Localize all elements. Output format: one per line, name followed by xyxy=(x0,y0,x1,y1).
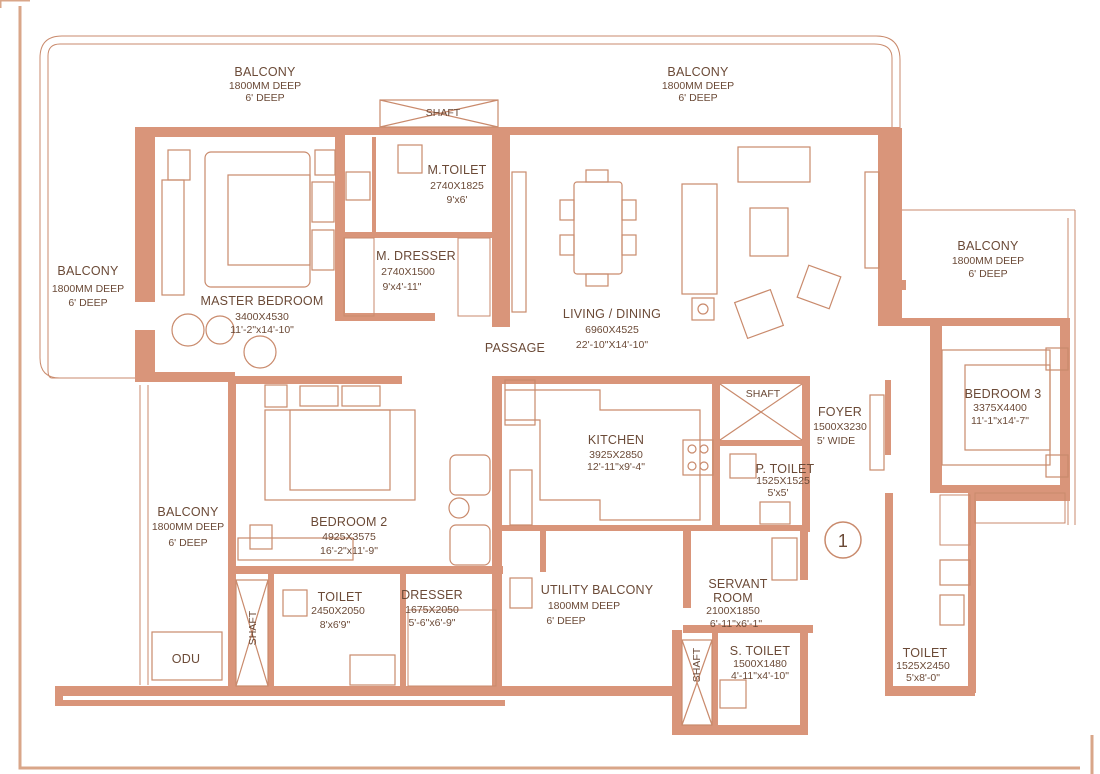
balcony-bottom-left-size: 1800MM DEEP xyxy=(152,521,224,533)
living-dining-size: 6960X4525 xyxy=(585,324,639,336)
bedroom2-label: BEDROOM 2 xyxy=(311,515,388,529)
balcony-top-right-label: BALCONY xyxy=(667,65,729,79)
toilet-b3-ft: 5'x8'-0" xyxy=(906,672,940,684)
balcony-left-label: BALCONY xyxy=(57,264,119,278)
balcony-right-ft: 6' DEEP xyxy=(968,268,1007,280)
foyer-ft: 5' WIDE xyxy=(817,435,855,447)
balcony-right-size: 1800MM DEEP xyxy=(952,255,1024,267)
m-dresser-size: 2740X1500 xyxy=(381,266,435,278)
balcony-top-left-size: 1800MM DEEP xyxy=(229,80,301,92)
bedroom3-label: BEDROOM 3 xyxy=(965,387,1042,401)
entrance-marker xyxy=(824,521,862,559)
utility-balcony-ft: 6' DEEP xyxy=(546,615,585,627)
kitchen-ft: 12'-11"x9'-4" xyxy=(587,461,645,473)
furniture xyxy=(151,99,1069,726)
balcony-top-right-ft: 6' DEEP xyxy=(678,92,717,104)
living-dining-ft: 22'-10"X14'-10" xyxy=(576,339,648,351)
balcony-left-ft: 6' DEEP xyxy=(68,297,107,309)
balcony-top-left-label: BALCONY xyxy=(234,65,296,79)
toilet-b2-size: 2450X2050 xyxy=(311,605,365,617)
foyer-size: 1500X3230 xyxy=(813,421,867,433)
m-toilet-size: 2740X1825 xyxy=(430,180,484,192)
bedroom2-ft: 16'-2"x11'-9" xyxy=(320,545,378,557)
toilet-b2-label: TOILET xyxy=(318,590,363,604)
odu-label: ODU xyxy=(172,652,200,666)
m-toilet-ft: 9'x6' xyxy=(447,194,468,206)
servant-room-label: SERVANT xyxy=(708,577,767,591)
toilet-b2-ft: 8'x6'9" xyxy=(320,619,351,631)
walls xyxy=(55,127,1070,735)
bedroom2-size: 4925X3575 xyxy=(322,531,376,543)
kitchen-label: KITCHEN xyxy=(588,433,644,447)
toilet-b3-size: 1525X2450 xyxy=(896,660,950,672)
servant-room-size: 2100X1850 xyxy=(706,605,760,617)
m-dresser-label: M. DRESSER xyxy=(376,249,456,263)
bedroom3-size: 3375X4400 xyxy=(973,402,1027,414)
servant-room-label-2: ROOM xyxy=(713,591,753,605)
entrance-number: 1 xyxy=(838,531,848,551)
utility-balcony-size: 1800MM DEEP xyxy=(548,600,620,612)
p-toilet-ft: 5'x5' xyxy=(768,487,789,499)
master-bedroom-ft: 11'-2"x14'-10" xyxy=(230,324,294,336)
master-bedroom-size: 3400X4530 xyxy=(235,311,289,323)
master-bedroom-label: MASTER BEDROOM xyxy=(201,294,324,308)
shaft-kitchen-label: SHAFT xyxy=(746,388,781,400)
m-dresser-ft: 9'x4'-11" xyxy=(382,281,421,293)
balcony-top-right-size: 1800MM DEEP xyxy=(662,80,734,92)
dresser-size: 1675X2050 xyxy=(405,604,459,616)
bedroom3-ft: 11'-1"x14'-7" xyxy=(971,415,1029,427)
p-toilet-label: P. TOILET xyxy=(756,462,815,476)
s-toilet-label: S. TOILET xyxy=(730,644,791,658)
dresser-ft: 5'-6"x6'-9" xyxy=(408,617,455,629)
living-dining-label: LIVING / DINING xyxy=(563,307,661,321)
passage-label: PASSAGE xyxy=(485,341,545,355)
balcony-top-left-ft: 6' DEEP xyxy=(245,92,284,104)
balcony-left-size: 1800MM DEEP xyxy=(52,283,124,295)
foyer-label: FOYER xyxy=(818,405,862,419)
s-toilet-size: 1500X1480 xyxy=(733,658,787,670)
balcony-bottom-left-ft: 6' DEEP xyxy=(168,537,207,549)
kitchen-size: 3925X2850 xyxy=(589,449,643,461)
servant-room-ft: 6'-11"x6'-1" xyxy=(710,618,762,630)
toilet-b3-label: TOILET xyxy=(903,646,948,660)
room-labels: 1 BALCONY 1800MM DEEP 6' DEEP BALCONY 18… xyxy=(52,65,1042,684)
dresser-label: DRESSER xyxy=(401,588,463,602)
m-toilet-label: M.TOILET xyxy=(427,163,486,177)
shaft-top-label: SHAFT xyxy=(426,107,461,119)
s-toilet-ft: 4'-11"x4'-10" xyxy=(731,670,789,682)
shaft-servant-label: SHAFT xyxy=(691,647,703,682)
balcony-right-label: BALCONY xyxy=(957,239,1019,253)
utility-balcony-label: UTILITY BALCONY xyxy=(541,583,654,597)
p-toilet-size: 1525X1525 xyxy=(756,475,810,487)
shaft-left-label: SHAFT xyxy=(247,610,259,645)
balcony-bottom-left-label: BALCONY xyxy=(157,505,219,519)
